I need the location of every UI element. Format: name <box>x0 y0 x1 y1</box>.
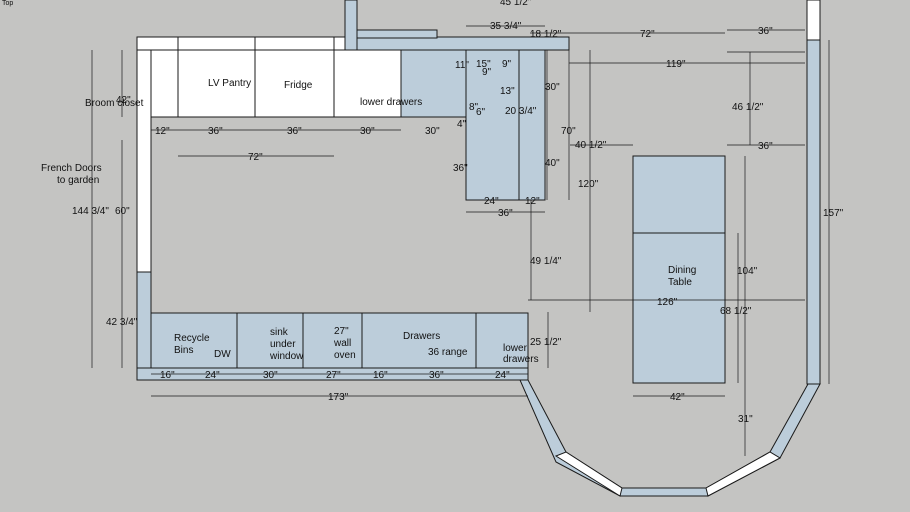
dim-42-3q: 42 3/4" <box>106 317 138 328</box>
dim-36-pantry: 36" <box>208 126 223 137</box>
label-recycle-1: Recycle <box>174 333 210 344</box>
dim-36-topright: 36" <box>758 26 773 37</box>
dim-72-top: 72" <box>640 29 655 40</box>
label-lower-drawers-top: lower drawers <box>360 97 422 108</box>
dim-40: 40" <box>545 158 560 169</box>
dim-68-half: 68 1/2" <box>720 306 752 317</box>
label-recycle-2: Bins <box>174 345 193 356</box>
label-lower-drawers-bottom-1: lower <box>503 343 528 354</box>
dimension-labels: 45 1/2" 35 3/4" 18 1/2" 72" 36" 119" 11"… <box>72 0 844 425</box>
dim-6: 6" <box>476 107 486 118</box>
dim-36-bottom: 36" <box>429 370 444 381</box>
right-wall-white <box>806 0 821 41</box>
label-oven-3: oven <box>334 350 356 361</box>
text-labels: LV Pantry Fridge lower drawers Broom clo… <box>41 78 696 365</box>
dim-12-left: 12" <box>155 126 170 137</box>
dim-20-3q: 20 3/4" <box>505 106 537 117</box>
dim-120: 120" <box>578 179 599 190</box>
dim-4: 4" <box>457 119 467 130</box>
dim-104: 104" <box>737 266 758 277</box>
dim-30-next: 30" <box>425 126 440 137</box>
dim-30-bottom: 30" <box>263 370 278 381</box>
dim-35-3q: 35 3/4" <box>490 21 522 32</box>
island <box>465 49 546 201</box>
dim-13: 13" <box>500 86 515 97</box>
dim-46-half: 46 1/2" <box>732 102 764 113</box>
dim-31: 31" <box>738 414 753 425</box>
label-sink-1: sink <box>270 327 289 338</box>
dim-36-island-side: 36" <box>453 163 468 174</box>
dim-60: 60" <box>115 206 130 217</box>
hood-strip <box>356 29 438 39</box>
dim-25-half: 25 1/2" <box>530 337 562 348</box>
dim-30-island: 30" <box>545 82 560 93</box>
dim-16b: 16" <box>373 370 388 381</box>
label-range: 36 range <box>428 347 468 358</box>
label-lower-drawers-bottom-2: drawers <box>503 354 539 365</box>
bay-window-glass-2 <box>705 451 782 497</box>
dim-8: 8" <box>469 102 479 113</box>
right-wall <box>806 39 821 385</box>
view-label-top: Top <box>2 0 14 7</box>
dim-36-fridge: 36" <box>287 126 302 137</box>
dim-126: 126" <box>657 297 678 308</box>
dining-table <box>632 155 726 384</box>
dim-9: 9" <box>502 59 512 70</box>
dim-11: 11" <box>455 60 469 71</box>
dim-27: 27" <box>326 370 341 381</box>
label-sink-3: window <box>269 351 304 362</box>
dim-9b: 9" <box>482 67 492 78</box>
label-french-doors-1: French Doors <box>41 163 102 174</box>
top-cabinet-run <box>150 49 402 118</box>
dim-16a: 16" <box>160 370 175 381</box>
dim-119: 119" <box>666 59 686 70</box>
label-dw: DW <box>214 349 231 360</box>
dim-36-island-bottom: 36" <box>498 208 513 219</box>
dim-24b: 24" <box>495 370 510 381</box>
dim-24-island: 24" <box>484 196 499 207</box>
dim-24a: 24" <box>205 370 220 381</box>
dim-49-q: 49 1/4" <box>530 256 562 267</box>
dim-12-island: 12" <box>525 196 540 207</box>
dim-70: 70" <box>561 126 576 137</box>
label-french-doors-2: to garden <box>57 175 99 186</box>
dim-173: 173" <box>328 392 349 403</box>
dim-18-half: 18 1/2" <box>530 29 562 40</box>
label-dining-1: Dining <box>668 265 696 276</box>
dim-157: 157" <box>823 208 844 219</box>
dim-72-under: 72" <box>248 152 263 163</box>
label-oven-2: wall <box>333 338 351 349</box>
label-sink-2: under <box>270 339 296 350</box>
dim-36-dining: 36" <box>758 141 773 152</box>
label-lv-pantry: LV Pantry <box>208 78 251 89</box>
dim-42-table: 42" <box>670 392 685 403</box>
dimension-lines <box>91 25 830 456</box>
bay-window-glass-1 <box>554 451 623 497</box>
walls-and-cabinets <box>136 0 821 497</box>
label-broom-closet: Broom closet <box>85 98 144 109</box>
dim-144-3q: 144 3/4" <box>72 206 109 217</box>
dim-42-left: 42" <box>116 95 131 106</box>
label-dining-2: Table <box>668 277 692 288</box>
vent-chase <box>344 0 358 51</box>
left-wall-lower <box>136 271 152 381</box>
dim-40-half: 40 1/2" <box>575 140 607 151</box>
dim-30-lower: 30" <box>360 126 375 137</box>
label-drawers: Drawers <box>403 331 440 342</box>
label-fridge: Fridge <box>284 80 313 91</box>
dim-45-half: 45 1/2" <box>500 0 532 8</box>
dim-15: 15" <box>476 59 491 70</box>
label-oven-1: 27" <box>334 326 349 337</box>
